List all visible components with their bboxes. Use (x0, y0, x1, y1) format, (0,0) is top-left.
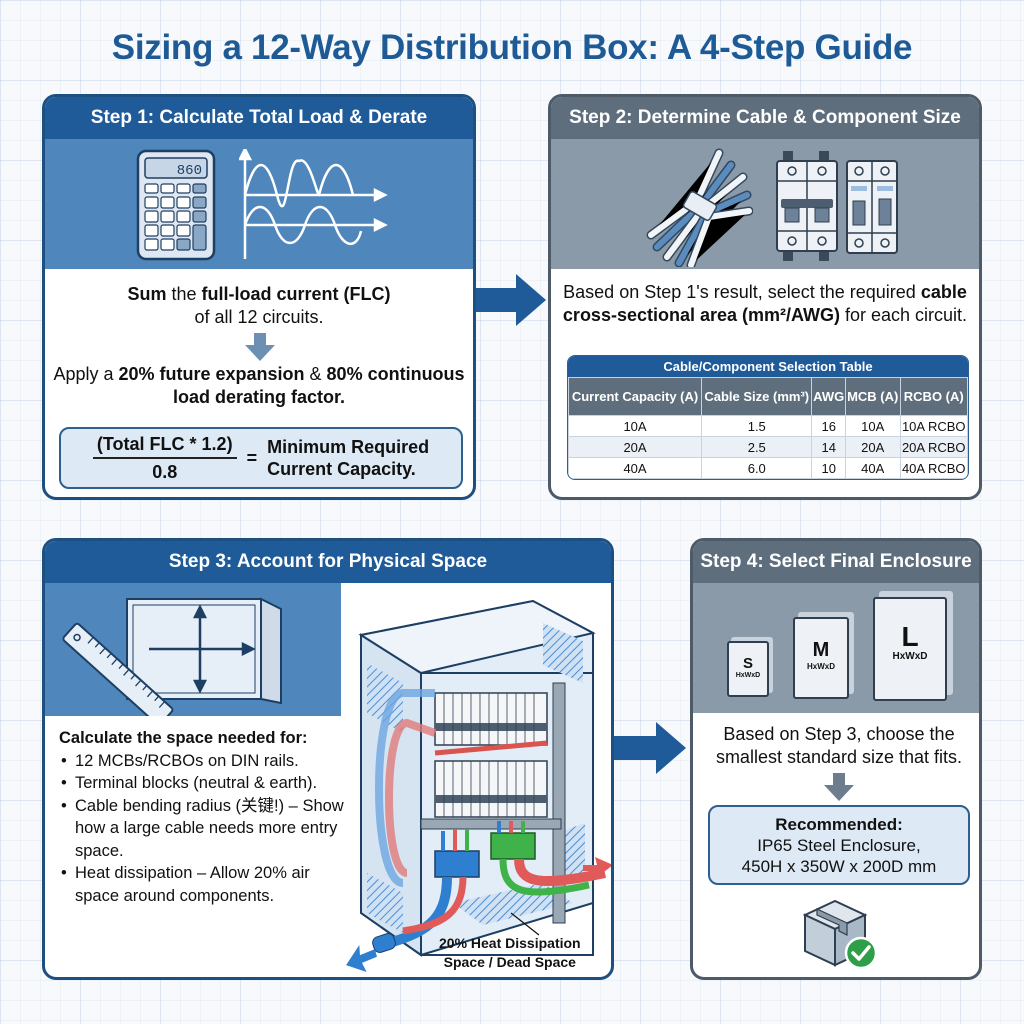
recommended-dimensions: 450H x 350W x 200D mm (741, 857, 937, 876)
enclosure-size-large: L HxWxD (873, 597, 947, 701)
list-item: Heat dissipation – Allow 20% air space a… (59, 862, 349, 907)
cable-bundle-icon (646, 148, 753, 267)
table-caption: Cable/Component Selection Table (568, 356, 968, 377)
package-box-icon (802, 899, 878, 969)
cable-entry-arrow-icon (583, 857, 611, 879)
table-header: RCBO (A) (899, 377, 968, 416)
table-cell: 40A (568, 457, 703, 479)
step3-lead: Calculate the space needed for: (59, 729, 308, 747)
arrow-step1-to-step2-icon (476, 274, 546, 326)
step1-card: Step 1: Calculate Total Load & Derate 86… (42, 94, 476, 500)
table-header: Cable Size (mm³) (701, 377, 813, 416)
step4-description: Based on Step 3, choose the smallest sta… (715, 724, 963, 767)
table-row: 10A 1.5 16 10A 10A RCBO (568, 415, 968, 437)
step1-sum-text: Sum the full-load current (FLC) of all 1… (127, 284, 391, 327)
recommended-enclosure-box: Recommended: IP65 Steel Enclosure, 450H … (708, 805, 970, 885)
step2-heading: Step 2: Determine Cable & Component Size (551, 97, 979, 139)
enclosure-measure-icon (62, 597, 282, 726)
table-cell: 1.5 (701, 415, 813, 437)
breaker-row-lower (434, 760, 548, 818)
table-header: Current Capacity (A) (568, 377, 703, 416)
list-item: 12 MCBs/RCBOs on DIN rails. (59, 750, 349, 773)
step4-illustration: S HxWxD M HxWxD L HxWxD (693, 583, 979, 713)
step2-card: Step 2: Determine Cable & Component Size (548, 94, 982, 500)
formula-numerator: (Total FLC * 1.2) (92, 434, 237, 459)
table-header-row: Current Capacity (A) Cable Size (mm³) AW… (568, 377, 968, 416)
calculator-icon: 860 (136, 149, 216, 261)
table-cell: 20A RCBO (899, 436, 968, 458)
step2-illustration (551, 139, 979, 269)
breaker-row-upper (434, 692, 548, 746)
formula-fraction: (Total FLC * 1.2) 0.8 (92, 434, 237, 483)
step3-card: Step 3: Account for Physical Space Calcu… (42, 538, 614, 980)
waveform-icon (239, 149, 388, 259)
cable-entry-arrow-icon (346, 944, 377, 973)
table-cell: 14 (811, 436, 846, 458)
table-row: 20A 2.5 14 20A 20A RCBO (568, 436, 968, 458)
step1-heading: Step 1: Calculate Total Load & Derate (45, 97, 473, 139)
enclosure-size-small: S HxWxD (727, 641, 769, 697)
table-header: AWG (811, 377, 846, 416)
heat-dissipation-callout: 20% Heat Dissipation Space / Dead Space (439, 935, 581, 970)
table-row: 40A 6.0 10 40A 40A RCBO (568, 457, 968, 479)
recommended-label: Recommended: (775, 815, 903, 834)
enclosure-size-medium: M HxWxD (793, 617, 849, 699)
table-cell: 10A (568, 415, 703, 437)
step4-heading: Step 4: Select Final Enclosure (693, 541, 979, 583)
formula-denominator: 0.8 (152, 461, 178, 482)
table-cell: 6.0 (701, 457, 813, 479)
formula-result: Minimum Required Current Capacity. (267, 437, 430, 479)
checkmark-icon (844, 936, 878, 969)
recommended-enclosure: IP65 Steel Enclosure, (757, 836, 921, 855)
table-cell: 40A (844, 457, 901, 479)
down-arrow-icon (245, 333, 275, 361)
calculator-display: 860 (177, 163, 202, 179)
step3-illustration (45, 583, 341, 726)
earth-terminal-block (490, 832, 536, 860)
arrow-step3-to-step4-icon (614, 722, 686, 774)
table-cell: 20A (844, 436, 901, 458)
table-cell: 40A RCBO (899, 457, 968, 479)
table-cell: 20A (568, 436, 703, 458)
table-cell: 16 (811, 415, 846, 437)
mcb-breaker-icon (776, 151, 838, 261)
neutral-terminal-block (434, 850, 480, 878)
formula-box: (Total FLC * 1.2) 0.8 = Minimum Required… (59, 427, 463, 489)
formula-equals: = (246, 447, 258, 468)
table-cell: 10A (844, 415, 901, 437)
distribution-box-cutaway-illustration (346, 599, 611, 973)
step1-apply-text: Apply a 20% future expansion & 80% conti… (53, 364, 465, 407)
down-arrow-icon (824, 773, 854, 801)
list-item: Cable bending radius (关键!) – Show how a … (59, 795, 349, 863)
table-cell: 10A RCBO (899, 415, 968, 437)
step3-checklist: Calculate the space needed for: 12 MCBs/… (59, 727, 349, 907)
table-header: MCB (A) (844, 377, 901, 416)
step1-illustration: 860 (45, 139, 473, 269)
table-cell: 10 (811, 457, 846, 479)
table-cell: 2.5 (701, 436, 813, 458)
page-title: Sizing a 12-Way Distribution Box: A 4-St… (111, 28, 913, 67)
step2-description: Based on Step 1's result, select the req… (562, 282, 968, 325)
rcbo-breaker-icon (846, 160, 898, 254)
step4-card: Step 4: Select Final Enclosure S HxWxD M… (690, 538, 982, 980)
selection-table: Cable/Component Selection Table Current … (567, 355, 969, 480)
step3-heading: Step 3: Account for Physical Space (45, 541, 611, 583)
list-item: Terminal blocks (neutral & earth). (59, 772, 349, 795)
